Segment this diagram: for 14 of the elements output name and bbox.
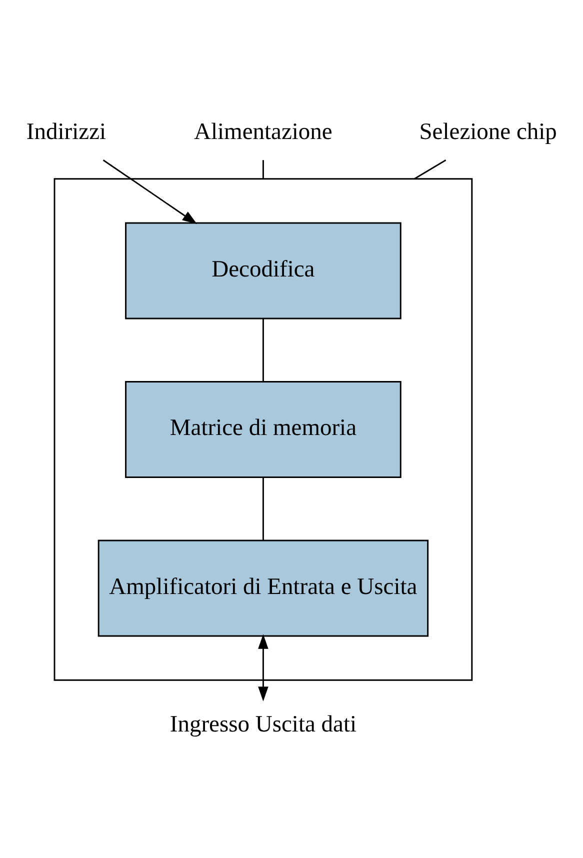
node-text: Selezione chip <box>419 118 557 144</box>
node-text: Alimentazione <box>194 118 332 144</box>
connector <box>414 158 446 180</box>
cluster <box>54 178 473 680</box>
connector <box>262 160 264 178</box>
connector <box>262 318 264 382</box>
node-box: Amplificatori di Entrata e Uscita <box>98 539 429 636</box>
node-box: Decodifica <box>125 222 402 319</box>
node-text: Indirizzi <box>26 118 106 144</box>
node-box: Matrice di memoria <box>125 380 402 478</box>
connector <box>262 476 264 540</box>
arrow <box>102 159 198 224</box>
node-text: Ingresso Uscita dati <box>170 710 357 737</box>
arrow <box>258 634 268 701</box>
